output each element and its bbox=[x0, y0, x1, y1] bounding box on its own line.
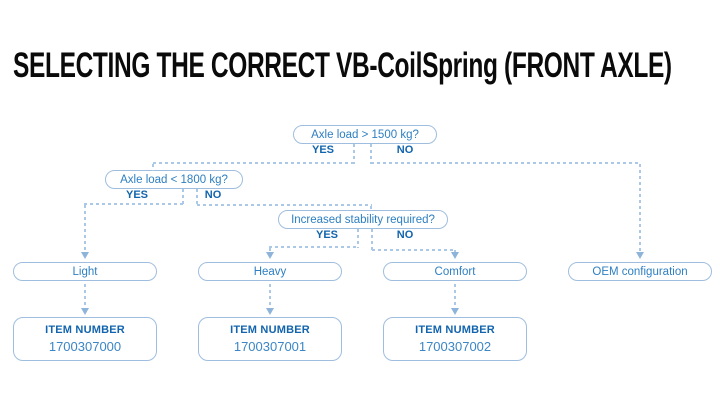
connector-line bbox=[639, 164, 641, 252]
item-number-value: 1700307002 bbox=[418, 339, 492, 354]
connector-line bbox=[182, 189, 184, 205]
item-number-heading: ITEM NUMBER bbox=[415, 324, 495, 336]
arrow-down-icon bbox=[451, 252, 459, 259]
outcome-heavy: Heavy bbox=[198, 262, 342, 281]
arrow-down-icon bbox=[81, 308, 89, 315]
connector-line bbox=[152, 164, 154, 171]
arrow-down-icon bbox=[451, 308, 459, 315]
branch-yes-label: YES bbox=[311, 144, 334, 156]
connector-line bbox=[370, 144, 372, 164]
item-number-value: 1700307001 bbox=[233, 339, 307, 354]
connector-line bbox=[454, 250, 456, 253]
connector-line bbox=[84, 284, 86, 309]
connector-line bbox=[269, 284, 271, 309]
branch-no-label: NO bbox=[204, 189, 222, 201]
connector-line bbox=[196, 189, 198, 206]
item-number-box-comfort: ITEM NUMBER 1700307002 bbox=[383, 317, 527, 361]
connector-line bbox=[84, 203, 184, 205]
decision-axle-load-1800: Axle load < 1800 kg? bbox=[105, 170, 243, 189]
branch-no-label: NO bbox=[396, 229, 414, 241]
arrow-down-icon bbox=[81, 252, 89, 259]
decision-increased-stability: Increased stability required? bbox=[278, 210, 448, 229]
decision-axle-load-1500: Axle load > 1500 kg? bbox=[293, 125, 437, 144]
connector-line bbox=[197, 204, 372, 206]
outcome-light: Light bbox=[13, 262, 157, 281]
connector-line bbox=[372, 249, 456, 251]
branch-no-label: NO bbox=[396, 144, 414, 156]
branch-yes-label: YES bbox=[315, 229, 338, 241]
arrow-down-icon bbox=[266, 308, 274, 315]
outcome-comfort: Comfort bbox=[383, 262, 527, 281]
connector-line bbox=[269, 246, 359, 248]
connector-line bbox=[370, 206, 372, 211]
connector-line bbox=[153, 162, 355, 164]
item-number-heading: ITEM NUMBER bbox=[230, 324, 310, 336]
connector-line bbox=[269, 248, 271, 253]
item-number-box-light: ITEM NUMBER 1700307000 bbox=[13, 317, 157, 361]
connector-line bbox=[84, 205, 86, 252]
page-title: SELECTING THE CORRECT VB-CoilSpring (FRO… bbox=[13, 46, 672, 85]
item-number-value: 1700307000 bbox=[48, 339, 122, 354]
connector-line bbox=[357, 229, 359, 248]
arrow-down-icon bbox=[636, 252, 644, 259]
item-number-box-heavy: ITEM NUMBER 1700307001 bbox=[198, 317, 342, 361]
outcome-oem-configuration: OEM configuration bbox=[568, 262, 712, 281]
connector-line bbox=[371, 162, 641, 164]
branch-yes-label: YES bbox=[125, 189, 148, 201]
arrow-down-icon bbox=[266, 252, 274, 259]
connector-line bbox=[353, 144, 355, 164]
connector-line bbox=[371, 229, 373, 250]
item-number-heading: ITEM NUMBER bbox=[45, 324, 125, 336]
connector-line bbox=[454, 284, 456, 309]
